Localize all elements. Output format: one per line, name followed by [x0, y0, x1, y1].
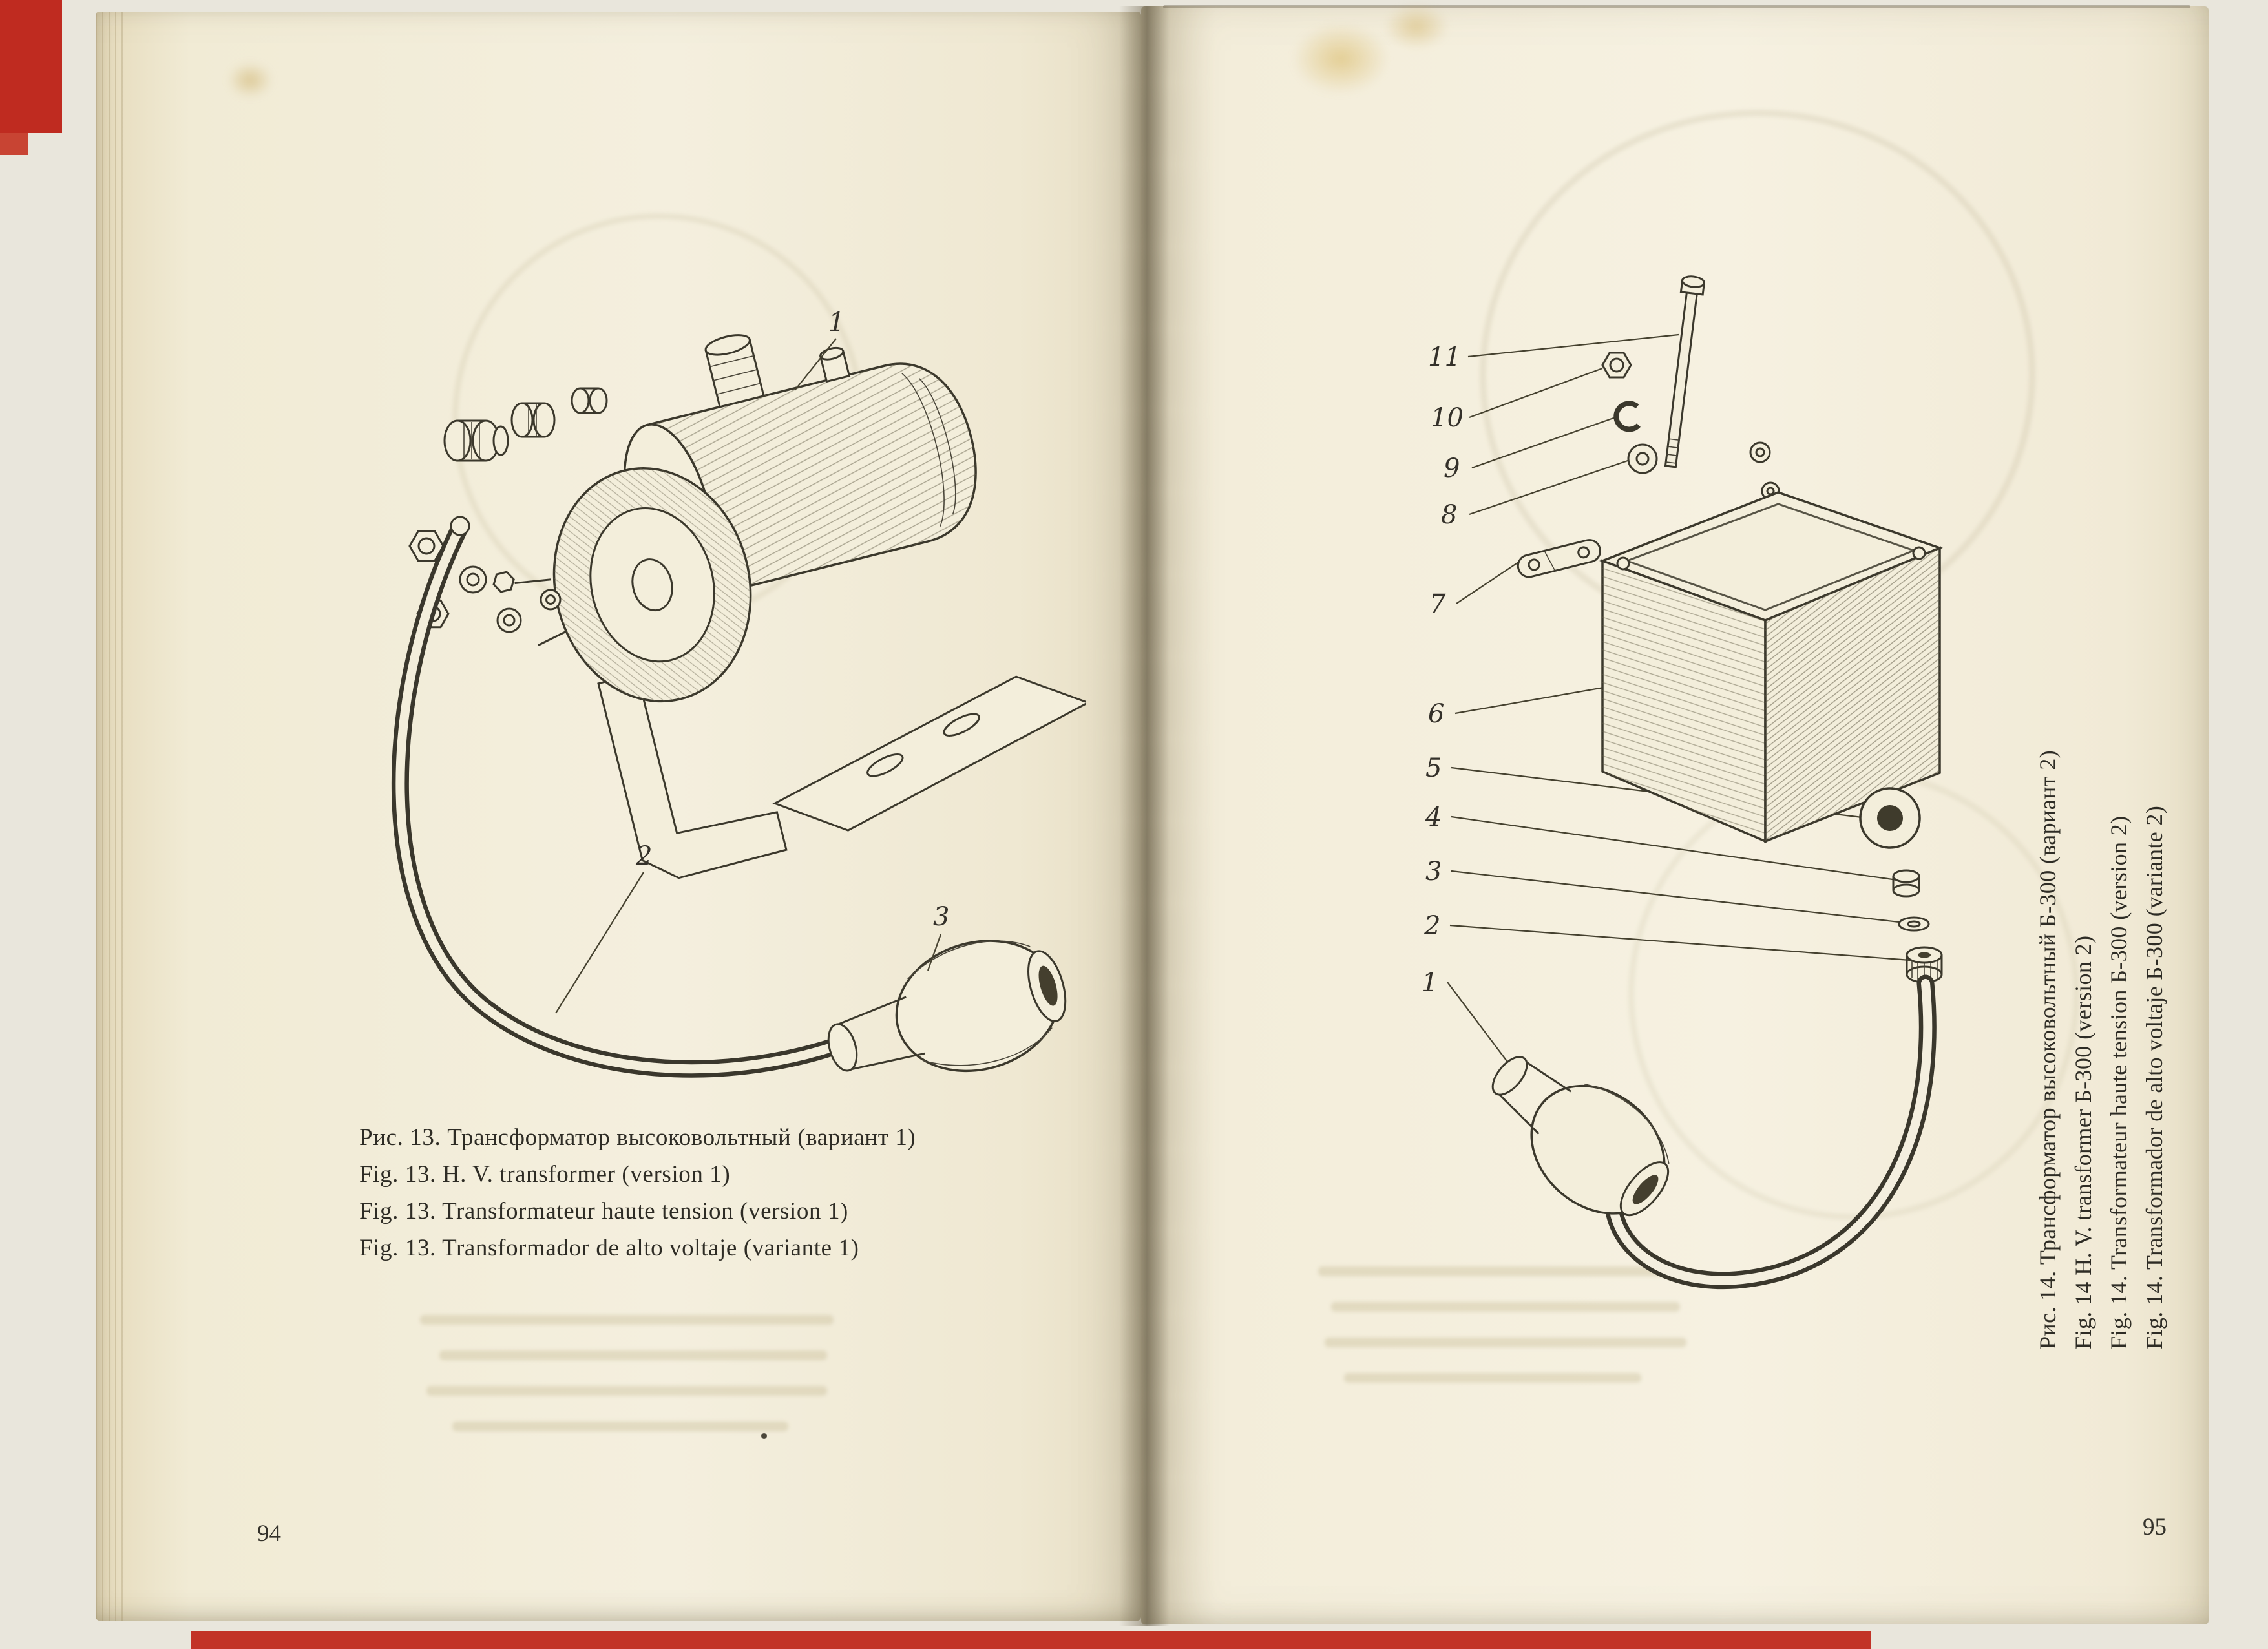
spark-plug-boot-fig14: [1491, 1056, 1670, 1217]
paper-stain: [227, 62, 273, 98]
spark-plug-boot-fig13: [827, 940, 1067, 1073]
fig13-part-labels: 1 2 3: [555, 308, 949, 1014]
fig14-illustration: 11 10 9 8 7 6 5 4 3 2 1: [1422, 275, 1943, 1290]
show-through-ghost: [1318, 1266, 1680, 1276]
page-top-edge: [1163, 5, 2190, 8]
show-through-ghost: [439, 1350, 827, 1360]
part-label-5: 5: [1425, 753, 1442, 783]
fig13-caption-ru: Рис. 13. Трансформатор высоковольтный (в…: [359, 1124, 916, 1151]
flat-washer: [1627, 443, 1658, 474]
fig13-caption-es: Fig. 13. Transformador de alto voltaje (…: [359, 1235, 859, 1261]
ht-cable-fig14: [1604, 974, 1937, 1290]
part-label-2: 2: [1423, 911, 1440, 941]
show-through-ghost: [426, 1386, 827, 1396]
fig13-caption-en: Fig. 13. H. V. transformer (version 1): [359, 1161, 731, 1188]
strap-bracket: [1517, 539, 1601, 578]
small-washers: [1749, 441, 1780, 501]
fig14-part-labels: 11 10 9 8 7 6 5 4 3 2 1: [1422, 342, 1464, 998]
show-through-ghost: [1344, 1373, 1641, 1383]
part-label-7: 7: [1429, 589, 1446, 619]
part-label-9: 9: [1444, 454, 1460, 483]
show-through-ghost: [420, 1315, 834, 1325]
lock-washer: [1613, 401, 1641, 432]
part-label-4: 4: [1425, 803, 1442, 832]
fig13-caption-block: Рис. 13. Трансформатор высоковольтный (в…: [359, 1119, 916, 1266]
show-through-ghost: [452, 1422, 788, 1431]
hex-nut: [1601, 352, 1632, 379]
part-label-11: 11: [1428, 342, 1461, 372]
page-number-right: 95: [2143, 1514, 2167, 1540]
cover-red-edge-mark: [0, 133, 28, 155]
part-label-1: 1: [828, 308, 845, 337]
part-label-3: 3: [933, 902, 949, 932]
ht-cable-fig13: [391, 516, 850, 1078]
part-label-6: 6: [1428, 699, 1444, 729]
mounting-bolt: [1664, 275, 1706, 468]
ink-speck: [761, 1433, 767, 1439]
part-label-10: 10: [1431, 403, 1464, 433]
paper-stain: [1384, 4, 1449, 49]
cover-red-top-left: [0, 0, 62, 133]
show-through-ghost: [1325, 1338, 1686, 1347]
fig14-caption-en: Fig. 14 H. V. transformer Б-300 (version…: [2070, 935, 2096, 1349]
fig14-caption-fr: Fig. 14. Transformateur haute tension Б-…: [2106, 815, 2132, 1349]
fig13-illustration: 1 2 3: [391, 308, 1086, 1078]
output-hardware-stack: [1892, 869, 1943, 983]
part-label-1: 1: [1422, 968, 1438, 998]
part-label-3: 3: [1425, 857, 1442, 887]
coil-hardware: [408, 387, 608, 633]
cover-red-bottom-strip: [191, 1631, 1871, 1649]
fig14-caption-es: Fig. 14. Transformador de alto voltaje Б…: [2141, 805, 2167, 1349]
fig13-caption-fr: Fig. 13. Transformateur haute tension (v…: [359, 1198, 848, 1224]
coil-body-b300: [1599, 491, 1943, 849]
page-edge-stack: [96, 12, 127, 1621]
coil-assembly: [492, 334, 1086, 879]
part-label-2: 2: [635, 841, 652, 871]
paper-stain: [1292, 23, 1389, 94]
show-through-ghost: [1331, 1302, 1680, 1312]
fig14-caption-ru: Рис. 14. Трансформатор высоковольтный Б-…: [2035, 750, 2061, 1349]
part-label-8: 8: [1441, 500, 1457, 530]
page-number-left: 94: [257, 1520, 281, 1547]
page-gutter: [1119, 6, 1170, 1626]
fig14-caption-block: Рис. 14. Трансформатор высоковольтный Б-…: [2030, 638, 2172, 1349]
